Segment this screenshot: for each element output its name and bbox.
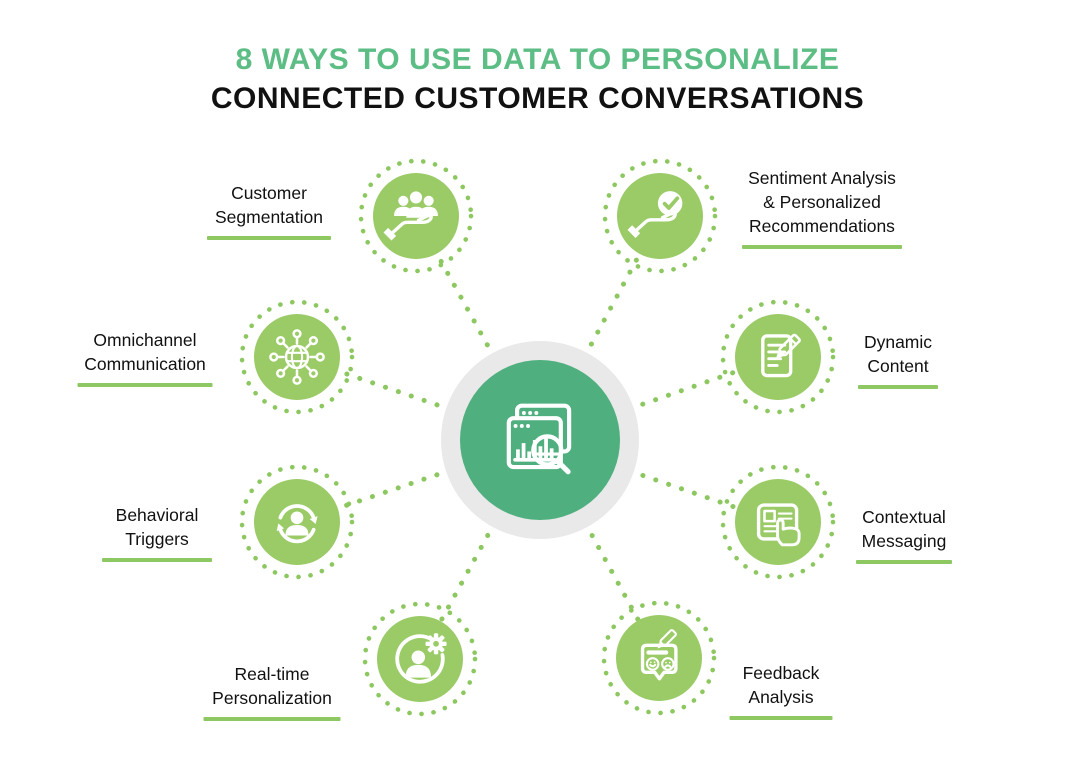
label-underline (207, 236, 331, 240)
dotted-ring (239, 299, 355, 415)
node-customer-segmentation (373, 173, 459, 259)
dotted-ring (362, 601, 478, 717)
omnichannel-communication-icon (269, 329, 325, 385)
dotted-ring (720, 299, 836, 415)
node-behavioral-triggers (254, 479, 340, 565)
sentiment-analysis-icon (627, 191, 683, 238)
page-title-line1: 8 WAYS TO USE DATA TO PERSONALIZE (235, 43, 840, 76)
label-contextual-messaging: Contextual Messaging (856, 505, 952, 564)
label-customer-segmentation: Customer Segmentation (207, 181, 331, 240)
label-behavioral-triggers: Behavioral Triggers (102, 503, 212, 562)
behavioral-triggers-icon (276, 504, 318, 544)
node-feedback-analysis (616, 615, 702, 701)
label-text: Dynamic Content (863, 332, 933, 376)
label-text: Customer Segmentation (215, 183, 323, 227)
label-text: Sentiment Analysis & Personalized Recomm… (748, 168, 896, 236)
label-sentiment-analysis: Sentiment Analysis & Personalized Recomm… (742, 166, 902, 249)
label-text: Real-time Personalization (212, 664, 332, 708)
label-underline (102, 558, 212, 562)
label-underline (77, 383, 213, 387)
label-text: Feedback Analysis (742, 663, 820, 707)
node-real-time-personalization (377, 616, 463, 702)
label-text: Behavioral Triggers (115, 505, 199, 549)
central-hub-node (441, 341, 639, 539)
node-contextual-messaging (735, 479, 821, 565)
real-time-personalization-icon (395, 633, 447, 684)
label-text: Omnichannel Communication (84, 330, 206, 374)
dynamic-content-icon (761, 333, 801, 378)
contextual-messaging-icon (756, 503, 801, 547)
label-feedback-analysis: Feedback Analysis (729, 661, 833, 720)
label-underline (742, 245, 902, 249)
dotted-ring (601, 600, 717, 716)
dotted-ring (239, 464, 355, 580)
data-analytics-magnifier-icon (506, 403, 572, 475)
dotted-ring (358, 158, 474, 274)
label-underline (858, 385, 938, 389)
label-omnichannel-communication: Omnichannel Communication (77, 328, 213, 387)
label-underline (729, 716, 833, 720)
central-hub-core (460, 360, 620, 520)
node-dynamic-content (735, 314, 821, 400)
label-underline (203, 717, 341, 721)
feedback-analysis-icon (640, 629, 678, 681)
node-omnichannel-communication (254, 314, 340, 400)
label-dynamic-content: Dynamic Content (858, 330, 938, 389)
label-text: Contextual Messaging (861, 507, 947, 551)
customer-segmentation-icon (383, 191, 438, 241)
page-title: 8 WAYS TO USE DATA TO PERSONALIZE CONNEC… (0, 40, 1075, 118)
dotted-ring (720, 464, 836, 580)
page-title-line2: CONNECTED CUSTOMER CONVERSATIONS (210, 82, 865, 115)
label-real-time-personalization: Real-time Personalization (203, 662, 341, 721)
label-underline (856, 560, 952, 564)
dotted-ring (602, 158, 718, 274)
node-sentiment-analysis (617, 173, 703, 259)
